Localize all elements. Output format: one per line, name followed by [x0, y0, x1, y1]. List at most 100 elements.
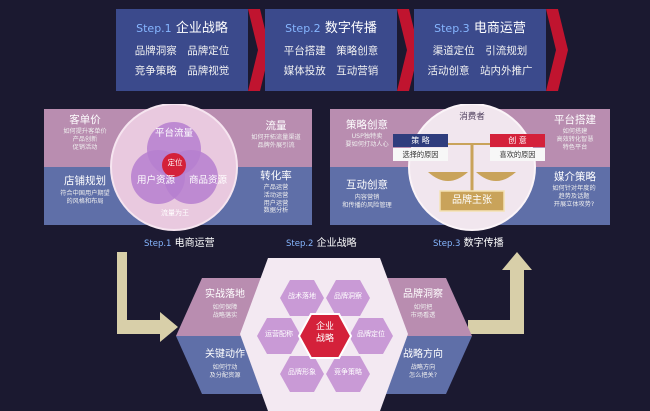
bottom-caption: Step.2 企业战略	[286, 238, 357, 250]
top-step-3: Step.3 电商运营 渠道定位 引流规划 活动创意 站内外推广	[414, 9, 546, 91]
right-caption-title: 数字传播	[463, 238, 504, 249]
bottom-br-title: 战略方向	[403, 349, 443, 360]
hex-label-2: 品牌洞察	[334, 292, 362, 300]
left-tr-desc: 如何开拓流量渠道 品牌外展引流	[238, 134, 314, 150]
right-tr-desc: 如何搭建 高效转化智慧 特色平台	[540, 128, 610, 151]
bottom-br-desc-2: 怎么把关?	[408, 371, 438, 379]
bottom-tr-desc-1: 如何把	[413, 304, 433, 311]
left-tr-desc-1: 如何开拓流量渠道	[251, 134, 301, 141]
hex-label-3: 品牌定位	[357, 330, 385, 338]
hex-shape-2	[326, 280, 370, 316]
top-step-3-title: 电商运营	[473, 21, 526, 36]
top-arrows	[248, 9, 568, 91]
left-br-desc: 产品运营 活动运营 用户运营 数据分析	[240, 184, 312, 215]
left-br-desc-3: 用户运营	[263, 199, 289, 207]
left-tl-desc-2: 产品创新	[72, 135, 98, 143]
hex-shape-3	[349, 318, 393, 354]
top-step-3-head: Step.3 电商运营	[414, 17, 546, 36]
right-br-desc-2: 趋势及话题	[558, 192, 590, 200]
scale-base-plate	[439, 190, 505, 212]
right-bl-title: 互动创意	[346, 179, 388, 191]
top-step-2-title: 数字传播	[324, 21, 377, 36]
top-step-2: Step.2 数字传播 平台搭建 策略创意 媒体投放 互动营销	[265, 9, 397, 91]
left-caption: Step.1 电商运营	[144, 238, 215, 250]
right-br-desc-1: 如何针对年度的	[552, 185, 596, 192]
bottom-tl-desc: 如何保障 战略落实	[198, 304, 252, 320]
bottom-tl-title: 实战落地	[205, 289, 245, 300]
hex-center-label-1: 企业	[315, 322, 334, 332]
bottom-bl-desc: 如何行动 及分配资源	[196, 364, 254, 380]
right-bl-desc-2: 和传播的风险管理	[342, 201, 392, 209]
venn-label-top: 平台流量	[154, 128, 193, 139]
hex-label-6: 运营配称	[265, 330, 293, 338]
right-br-desc: 如何针对年度的 趋势及话题 开展立体攻势?	[536, 185, 612, 208]
top-step-1-head: Step.1 企业战略	[116, 17, 248, 36]
bottom-bl-desc-2: 及分配资源	[209, 371, 241, 379]
bottom-br-desc: 战略方向 怎么把关?	[396, 364, 450, 380]
left-tl-title: 客单价	[69, 114, 101, 126]
top-step-1-line2: 竞争策略 品牌视觉	[134, 65, 230, 77]
bottom-tl-desc-1: 如何保障	[212, 304, 238, 311]
right-tl-desc: USP独特卖 要如何打动人心	[334, 133, 400, 149]
scale-right-sub: 喜欢的原因	[490, 148, 545, 161]
right-bl-desc: 内容营销 和传播的风险管理	[332, 194, 402, 210]
scale-pan-left	[428, 172, 468, 181]
top-step-1-line1: 品牌洞察 品牌定位	[134, 45, 230, 57]
left-tl-desc-1: 如何提升客单价	[63, 128, 107, 135]
right-caption: Step.3 数字传播	[433, 238, 504, 250]
venn-diagram	[110, 104, 238, 231]
left-br-desc-4: 数据分析	[263, 207, 289, 215]
left-caption-prefix: Step.1	[144, 239, 172, 249]
hex-shape-1	[280, 280, 324, 316]
top-step-3-prefix: Step.3	[434, 22, 470, 35]
right-br-desc-3: 开展立体攻势?	[553, 200, 595, 208]
right-tl-desc-2: 要如何打动人心	[345, 140, 389, 148]
top-step-2-line2: 媒体投放 互动营销	[283, 65, 379, 77]
hex-center-label-2: 战略	[315, 334, 334, 344]
hex-label-4: 竞争策略	[334, 368, 362, 376]
scale-consumer-label: 消费者	[459, 112, 485, 122]
hex-cluster	[257, 280, 393, 392]
venn-label-right: 商品资源	[188, 175, 227, 186]
scale-base-label: 品牌主张	[452, 195, 492, 206]
left-bl-desc: 符合中国用户期望 的风格和布局	[46, 190, 124, 206]
right-tr-desc-3: 特色平台	[562, 143, 588, 151]
scale-left-sub: 选择的原因	[393, 148, 448, 161]
bottom-tr-desc: 如何把 市场看透	[396, 304, 450, 320]
top-step-3-line2: 活动创意 站内外推广	[427, 65, 533, 77]
flow-arrows	[117, 252, 532, 342]
right-tl-desc-1: USP独特卖	[351, 133, 383, 140]
hex-label-5: 品牌形象	[288, 368, 316, 376]
balance-scale	[408, 104, 536, 231]
bottom-bl-desc-1: 如何行动	[212, 364, 238, 371]
scale-right-tag: 创 意	[490, 134, 545, 147]
scale-left-tag: 策 略	[393, 134, 448, 147]
right-br-title: 媒介策略	[554, 171, 596, 183]
bottom-caption-title: 企业战略	[316, 238, 357, 249]
right-tr-desc-1: 如何搭建	[562, 128, 588, 135]
left-caption-title: 电商运营	[174, 238, 215, 249]
right-tr-title: 平台搭建	[554, 114, 596, 126]
hex-center	[297, 313, 353, 359]
hex-shape-4	[326, 356, 370, 392]
right-caption-prefix: Step.3	[433, 239, 461, 249]
top-step-1: Step.1 企业战略 品牌洞察 品牌定位 竞争策略 品牌视觉	[116, 9, 248, 91]
left-br-desc-1: 产品运营	[263, 184, 289, 191]
right-tr-desc-2: 高效转化智慧	[556, 135, 594, 143]
top-step-2-line1: 平台搭建 策略创意	[283, 45, 379, 57]
hex-shape-6	[257, 318, 301, 354]
bottom-br-desc-1: 战略方向	[410, 364, 436, 371]
left-bl-desc-2: 的风格和布局	[66, 197, 104, 205]
venn-label-bottom: 流量为王	[161, 209, 189, 217]
hex-label-1: 战术落地	[288, 292, 316, 300]
top-step-1-title: 企业战略	[175, 21, 228, 36]
left-tl-desc-3: 促销活动	[72, 143, 98, 151]
bottom-caption-prefix: Step.2	[286, 239, 314, 249]
left-bl-desc-1: 符合中国用户期望	[60, 190, 110, 197]
left-tl-desc: 如何提升客单价 产品创新 促销活动	[50, 128, 120, 151]
bottom-tr-desc-2: 市场看透	[410, 311, 436, 319]
right-tl-title: 策略创意	[346, 119, 388, 131]
step-arrow-2	[397, 9, 419, 91]
left-bl-title: 店铺规划	[64, 175, 106, 187]
bottom-tr-title: 品牌洞察	[403, 289, 443, 300]
